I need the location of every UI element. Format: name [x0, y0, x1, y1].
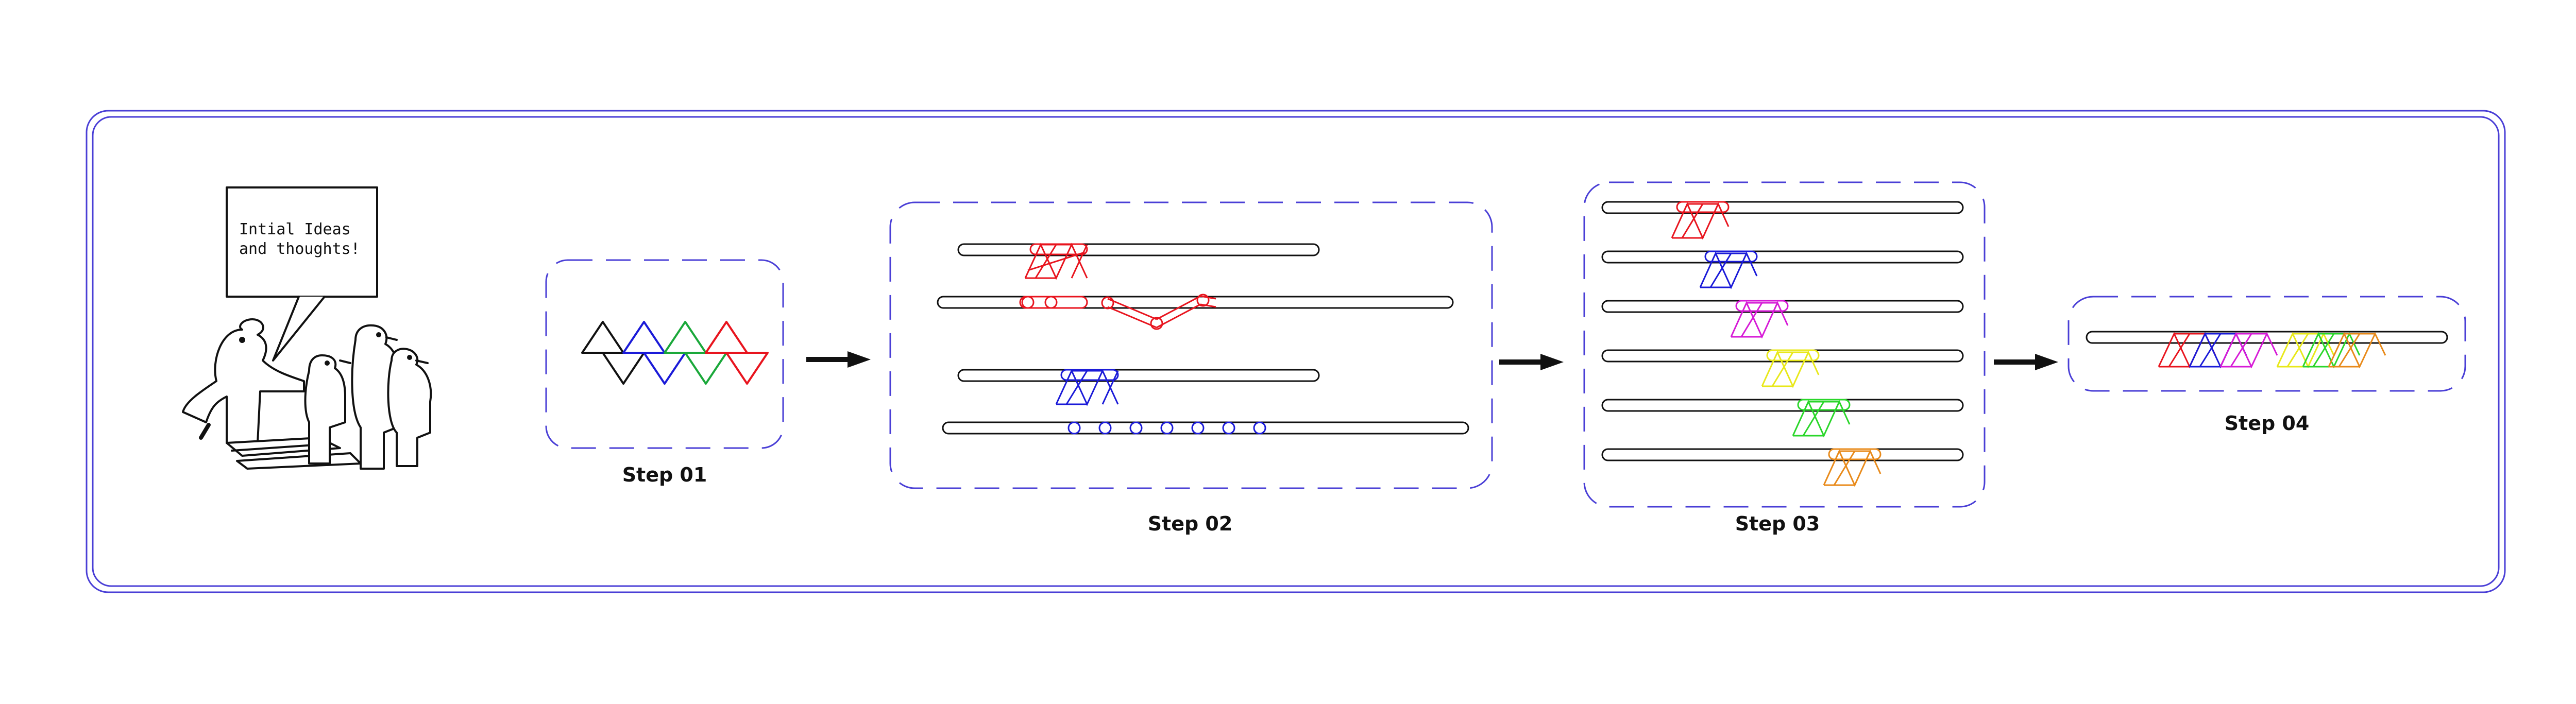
step-04-panel [2067, 296, 2466, 392]
outer-frame-inner [92, 116, 2500, 587]
bubble-line-2: and thoughts! [239, 240, 360, 258]
bubble-line-1: Intial Ideas [239, 220, 351, 238]
step-03-lattice-green [1792, 399, 1851, 438]
step-03-lattice-orange [1823, 448, 1882, 487]
step-02-red-chain [1019, 294, 1216, 330]
arrow-2 [1499, 354, 1564, 370]
speech-bubble [226, 186, 378, 298]
arrow-3 [1994, 354, 2058, 370]
step-04-label: Step 04 [2225, 412, 2310, 435]
step-02-blue-rings [1067, 421, 1266, 435]
step-03-panel [1583, 181, 1986, 508]
step-03-label: Step 03 [1735, 512, 1820, 535]
step-04-rod [2086, 331, 2448, 344]
step-01-panel [545, 259, 784, 449]
step-01-triangles [581, 321, 769, 385]
step-02-red-lattice [1024, 243, 1088, 280]
arrow-1 [806, 351, 871, 368]
step-01-label: Step 01 [622, 463, 707, 486]
step-03-lattice-magenta [1730, 300, 1789, 339]
step-02-blue-lattice [1055, 369, 1119, 406]
step-02-label: Step 02 [1148, 512, 1233, 535]
outer-frame [86, 110, 2506, 593]
step-02-rods [937, 243, 1469, 435]
step-03-lattice-yellow [1761, 349, 1820, 388]
step-03-lattice-blue [1699, 250, 1758, 289]
step-03-rods [1601, 201, 1964, 461]
step-04-assembled-lattices [2158, 332, 2386, 369]
people-illustration [182, 186, 432, 470]
step-03-lattice-red [1671, 201, 1730, 240]
step-02-panel [889, 201, 1493, 489]
